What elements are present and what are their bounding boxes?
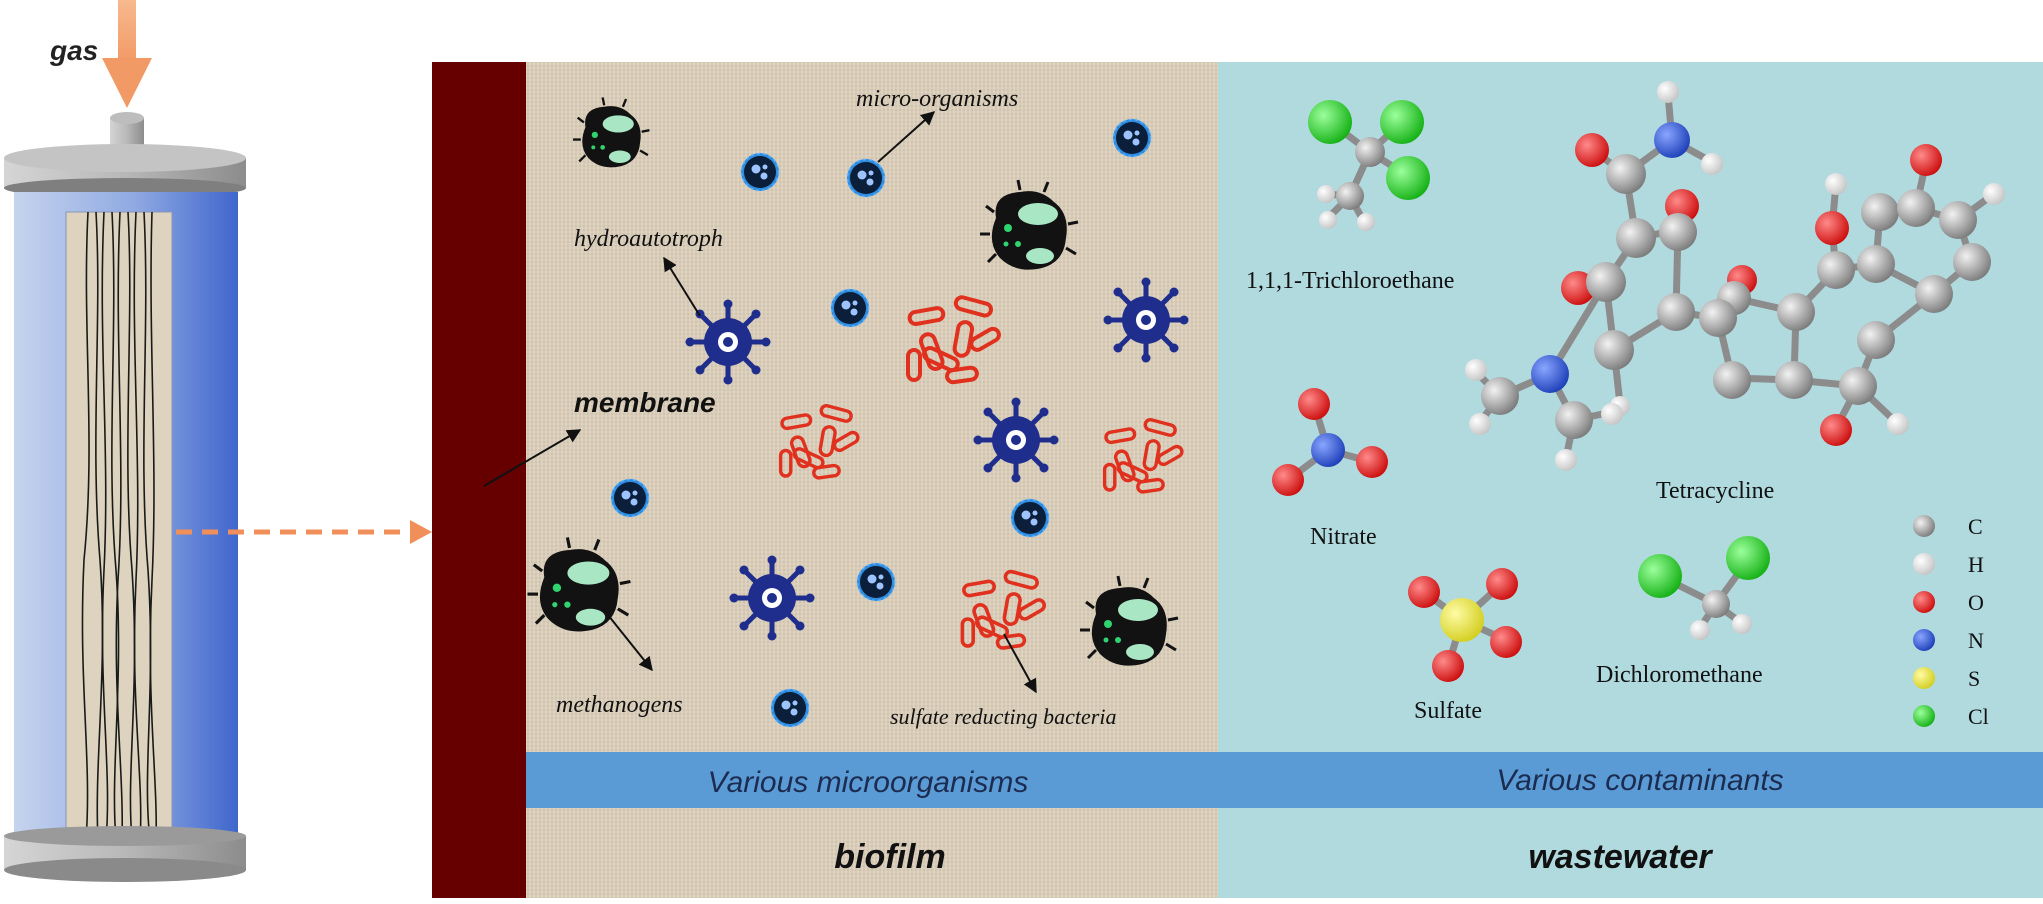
reactor-bottom-cap xyxy=(4,826,246,882)
legend-item: N xyxy=(1913,628,1984,653)
legend-symbol: N xyxy=(1968,628,1984,653)
tetracycline-label: Tetracycline xyxy=(1656,478,1774,504)
dichloromethane-molecule xyxy=(1638,536,1770,640)
legend-symbol: O xyxy=(1968,590,1984,615)
cocci-cell xyxy=(856,562,896,602)
gas-label: gas xyxy=(49,35,98,66)
hydroautotroph-pointer xyxy=(663,256,701,317)
cocci-cell xyxy=(1112,118,1152,158)
membrane-wall xyxy=(432,62,526,898)
zoom-arrow xyxy=(176,520,432,544)
micro-organisms-pointer xyxy=(877,111,936,163)
virus-shaped-cell xyxy=(1104,278,1189,363)
membrane-label: membrane xyxy=(574,387,716,418)
virus-shaped-cell xyxy=(730,556,815,641)
legend-swatch xyxy=(1913,667,1935,689)
bottom-band: Various microorganisms Various contamina… xyxy=(526,752,2043,808)
legend-symbol: C xyxy=(1968,514,1983,539)
hollow-fibers xyxy=(81,211,158,841)
legend-item: O xyxy=(1913,590,1984,615)
methanogens-label: methanogens xyxy=(556,692,683,718)
legend-item: Cl xyxy=(1913,704,1989,729)
trichloroethane-label: 1,1,1-Trichloroethane xyxy=(1246,268,1454,294)
wastewater-section-label: wastewater xyxy=(1528,838,1713,876)
cocci-cell xyxy=(740,152,780,192)
legend-swatch xyxy=(1913,629,1935,651)
cocci-cell xyxy=(610,478,650,518)
cocci-cell xyxy=(846,158,886,198)
legend-symbol: S xyxy=(1968,666,1980,691)
microorganisms-band-label: Various microorganisms xyxy=(708,766,1029,799)
sulfate-label: Sulfate xyxy=(1414,698,1482,724)
sulfate-molecule xyxy=(1408,568,1522,682)
trichloroethane-molecule xyxy=(1308,100,1430,231)
reactor: gas xyxy=(4,0,432,882)
dichloromethane-label: Dichloromethane xyxy=(1596,662,1763,688)
reactor-top-cap xyxy=(4,144,246,198)
micro-organisms-label: micro-organisms xyxy=(856,86,1018,112)
legend-symbol: H xyxy=(1968,552,1984,577)
srb-label: sulfate reducting bacteria xyxy=(890,704,1116,729)
srb-pointer xyxy=(1003,633,1037,694)
nitrate-molecule xyxy=(1272,388,1388,496)
methanogens-pointer xyxy=(603,609,653,672)
legend-swatch xyxy=(1913,591,1935,613)
virus-shaped-cell xyxy=(974,398,1059,483)
legend-swatch xyxy=(1913,515,1935,537)
cocci-cell xyxy=(1010,498,1050,538)
cocci-cell xyxy=(770,688,810,728)
contaminants-band-label: Various contaminants xyxy=(1496,764,1783,797)
legend-symbol: Cl xyxy=(1968,704,1989,729)
legend-swatch xyxy=(1913,553,1935,575)
hydroautotroph-label: hydroautotroph xyxy=(574,226,723,252)
legend-item: S xyxy=(1913,666,1980,691)
gas-inlet-arrow xyxy=(102,0,152,108)
legend-item: H xyxy=(1913,552,1984,577)
legend-swatch xyxy=(1913,705,1935,727)
tetracycline-molecule xyxy=(1465,81,2005,471)
contaminant-band xyxy=(526,752,2043,808)
membrane-pointer xyxy=(483,429,582,487)
biofilm-section-label: biofilm xyxy=(834,838,945,876)
nitrate-label: Nitrate xyxy=(1310,524,1377,550)
cocci-cell xyxy=(830,288,870,328)
legend-item: C xyxy=(1913,514,1983,539)
